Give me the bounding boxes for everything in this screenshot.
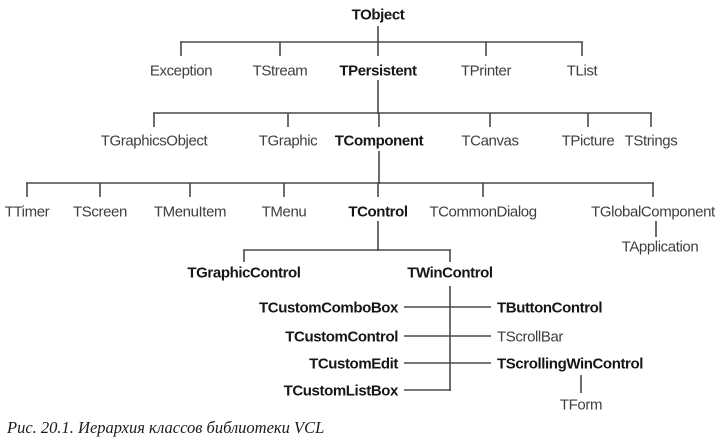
class-node-tcomponent: TComponent (335, 132, 424, 149)
class-node-tpicture: TPicture (562, 132, 615, 149)
class-node-tobject: TObject (352, 6, 405, 23)
class-node-tlist: TList (567, 62, 599, 79)
class-node-tpersistent: TPersistent (339, 62, 417, 79)
class-node-twincontrol: TWinControl (407, 264, 493, 281)
class-node-tcommondialog: TCommonDialog (429, 203, 536, 220)
class-node-tcustomcombobox: TCustomComboBox (259, 299, 399, 316)
figure-caption: Рис. 20.1. Иерархия классов библиотеки V… (7, 418, 325, 437)
class-node-tscrollbar: TScrollBar (497, 328, 563, 345)
class-node-tscreen: TScreen (73, 203, 127, 220)
class-node-ttimer: TTimer (5, 203, 50, 220)
class-node-tstream: TStream (253, 62, 308, 79)
class-node-tmenu: TMenu (262, 203, 307, 220)
class-node-exception: Exception (150, 62, 212, 79)
class-node-tcontrol: TControl (348, 203, 408, 220)
class-node-tcustomlistbox: TCustomListBox (284, 382, 399, 399)
class-node-tcustomedit: TCustomEdit (309, 355, 398, 372)
class-node-tgraphicsobject: TGraphicsObject (101, 132, 209, 149)
class-node-tgraphiccontrol: TGraphicControl (187, 264, 300, 281)
class-node-tstrings: TStrings (625, 132, 678, 149)
class-node-tapplication: TApplication (622, 238, 699, 255)
class-node-tmenuitem: TMenuItem (154, 203, 226, 220)
class-node-tgraphic: TGraphic (259, 132, 318, 149)
class-node-tform: TForm (560, 396, 602, 413)
class-node-tcustomcontrol: TCustomControl (285, 328, 398, 345)
class-node-tbuttoncontrol: TButtonControl (497, 299, 602, 316)
class-node-tprinter: TPrinter (461, 62, 512, 79)
class-node-tglobalcomponent: TGlobalComponent (591, 203, 716, 220)
class-node-tscrollingwincontrol: TScrollingWinControl (497, 355, 643, 372)
class-node-tcanvas: TCanvas (461, 132, 518, 149)
